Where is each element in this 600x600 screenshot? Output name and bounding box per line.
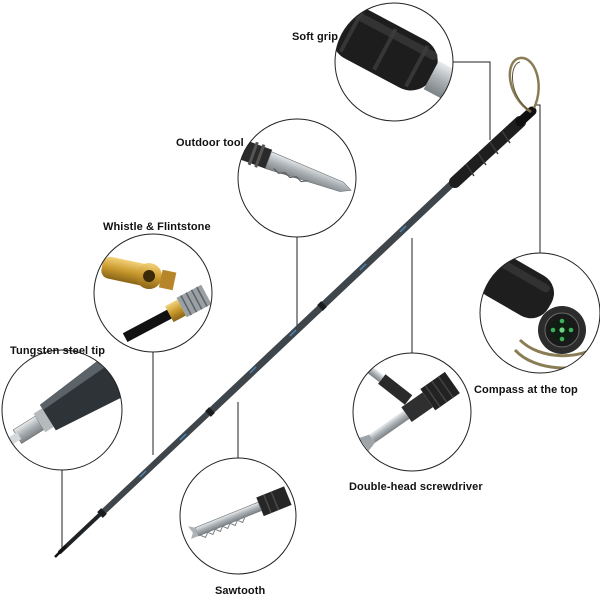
leader-compass <box>534 104 541 253</box>
trekking-pole <box>54 56 540 558</box>
pole-tip <box>54 545 67 558</box>
detail-soft-grip <box>334 2 454 122</box>
detail-tungsten-tip <box>1 349 123 471</box>
detail-compass <box>479 252 600 374</box>
pole-joints <box>97 301 327 518</box>
label-soft-grip: Soft grip <box>292 31 339 43</box>
detail-outdoor-tool <box>237 118 357 238</box>
leader-soft-grip <box>448 61 491 140</box>
lanyard <box>508 56 540 114</box>
leader-lines <box>61 61 541 548</box>
pole-grip <box>449 106 537 188</box>
compass-icon <box>550 318 574 342</box>
label-compass-top: Compass at the top <box>474 384 578 396</box>
label-tungsten-tip: Tungsten steel tip <box>10 345 106 357</box>
label-sawtooth: Sawtooth <box>215 585 266 597</box>
pole-markings <box>139 225 407 478</box>
label-whistle-flintstone: Whistle & Flintstone <box>103 221 211 233</box>
label-outdoor-tool: Outdoor tool <box>176 137 244 149</box>
detail-sawtooth <box>179 457 297 575</box>
label-screwdriver: Double-head screwdriver <box>349 481 483 493</box>
detail-whistle-flintstone <box>93 233 213 353</box>
detail-screwdriver <box>352 352 472 472</box>
